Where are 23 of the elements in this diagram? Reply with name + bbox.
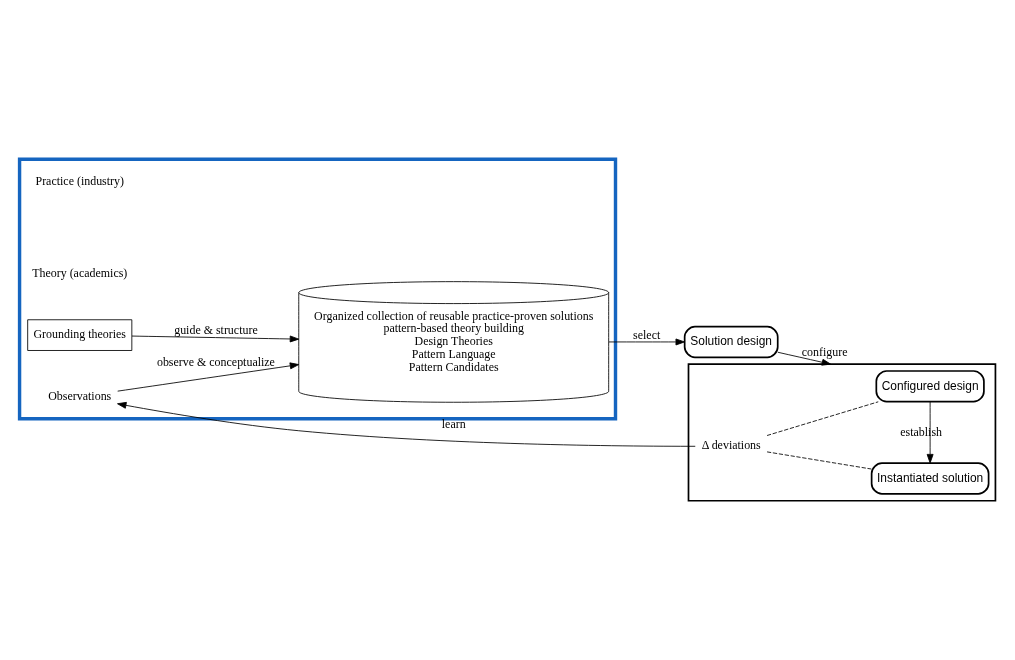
node-box: Solution design: [683, 325, 779, 359]
edge-label: guide & structure: [174, 322, 258, 337]
arrow: [117, 401, 696, 447]
edge-label: establish: [900, 424, 943, 439]
label: Practice (industry): [35, 173, 125, 188]
node-box: Grounding theories: [27, 319, 133, 351]
node-text: Observations: [48, 388, 112, 403]
node-text: Δ deviations: [701, 438, 761, 453]
arrow: [131, 335, 300, 343]
edge-label: learn: [441, 416, 466, 431]
connector: [766, 401, 879, 436]
arrow: [777, 351, 832, 366]
edge-label: observe & conceptualize: [156, 355, 275, 370]
label: Theory (academics): [32, 265, 128, 280]
cluster: [687, 363, 997, 502]
node-box: Instantiated solution: [870, 462, 990, 495]
connector: [766, 451, 872, 470]
edge-label: configure: [801, 344, 848, 359]
arrow: [608, 338, 685, 346]
node-box: Configured design: [875, 370, 985, 403]
cluster: [17, 157, 618, 421]
edge-label: select: [633, 327, 661, 342]
arrow: [117, 362, 300, 392]
